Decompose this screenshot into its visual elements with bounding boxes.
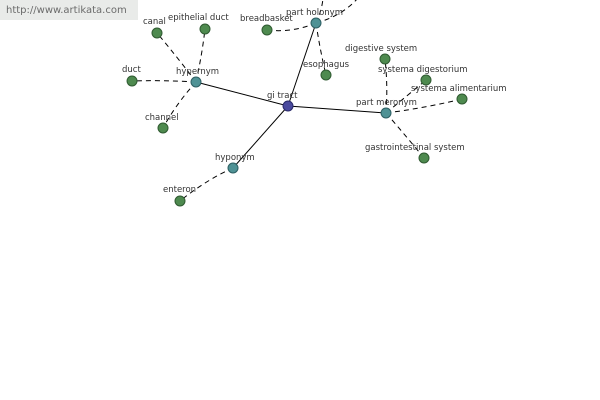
- label-systema-digestorium: systema digestorium: [378, 65, 468, 75]
- node-part-holonym[interactable]: [310, 17, 322, 29]
- edge-center-hyponym: [232, 105, 289, 169]
- edge-center-part-holonym: [287, 22, 317, 107]
- node-digestive-system[interactable]: [379, 53, 391, 65]
- label-part-holonym: part holonym: [286, 8, 343, 18]
- label-gi-tract: gi tract: [267, 91, 298, 101]
- label-systema-alimentarium: systema alimentarium: [411, 84, 507, 94]
- node-duct[interactable]: [126, 75, 138, 87]
- node-esophagus[interactable]: [320, 69, 332, 81]
- label-digestive-system: digestive system: [345, 44, 417, 54]
- label-hypernym: hypernym: [176, 67, 219, 77]
- label-gastrointestinal-system: gastrointestinal system: [365, 143, 465, 153]
- edge-part-meronym-systema-alimentarium: [385, 98, 463, 114]
- label-channel: channel: [145, 113, 179, 123]
- label-enteron: enteron: [163, 185, 196, 195]
- node-canal[interactable]: [151, 27, 163, 39]
- node-part-meronym[interactable]: [380, 107, 392, 119]
- label-canal: canal: [143, 17, 166, 27]
- node-systema-digestorium[interactable]: [420, 74, 432, 86]
- node-breadbasket[interactable]: [261, 24, 273, 36]
- node-gastrointestinal-system[interactable]: [418, 152, 430, 164]
- label-hyponym: hyponym: [215, 153, 255, 163]
- label-part-meronym: part meronym: [356, 98, 417, 108]
- edge-center-part-meronym: [287, 105, 387, 114]
- node-hypernym[interactable]: [190, 76, 202, 88]
- node-channel[interactable]: [157, 122, 169, 134]
- node-enteron[interactable]: [174, 195, 186, 207]
- label-epithelial-duct: epithelial duct: [168, 13, 229, 23]
- edge-hyponym-enteron: [179, 167, 234, 202]
- edge-center-hypernym: [195, 81, 289, 107]
- node-hyponym[interactable]: [227, 162, 239, 174]
- node-epithelial-duct[interactable]: [199, 23, 211, 35]
- node-systema-alimentarium[interactable]: [456, 93, 468, 105]
- node-gi-tract[interactable]: [282, 100, 294, 112]
- site-url[interactable]: http://www.artikata.com: [0, 0, 138, 20]
- label-breadbasket: breadbasket: [240, 14, 293, 24]
- edge-part-holonym-breadbasket: [266, 22, 317, 32]
- label-esophagus: esophagus: [303, 60, 350, 70]
- label-duct: duct: [122, 65, 141, 75]
- edge-hypernym-duct: [131, 80, 197, 83]
